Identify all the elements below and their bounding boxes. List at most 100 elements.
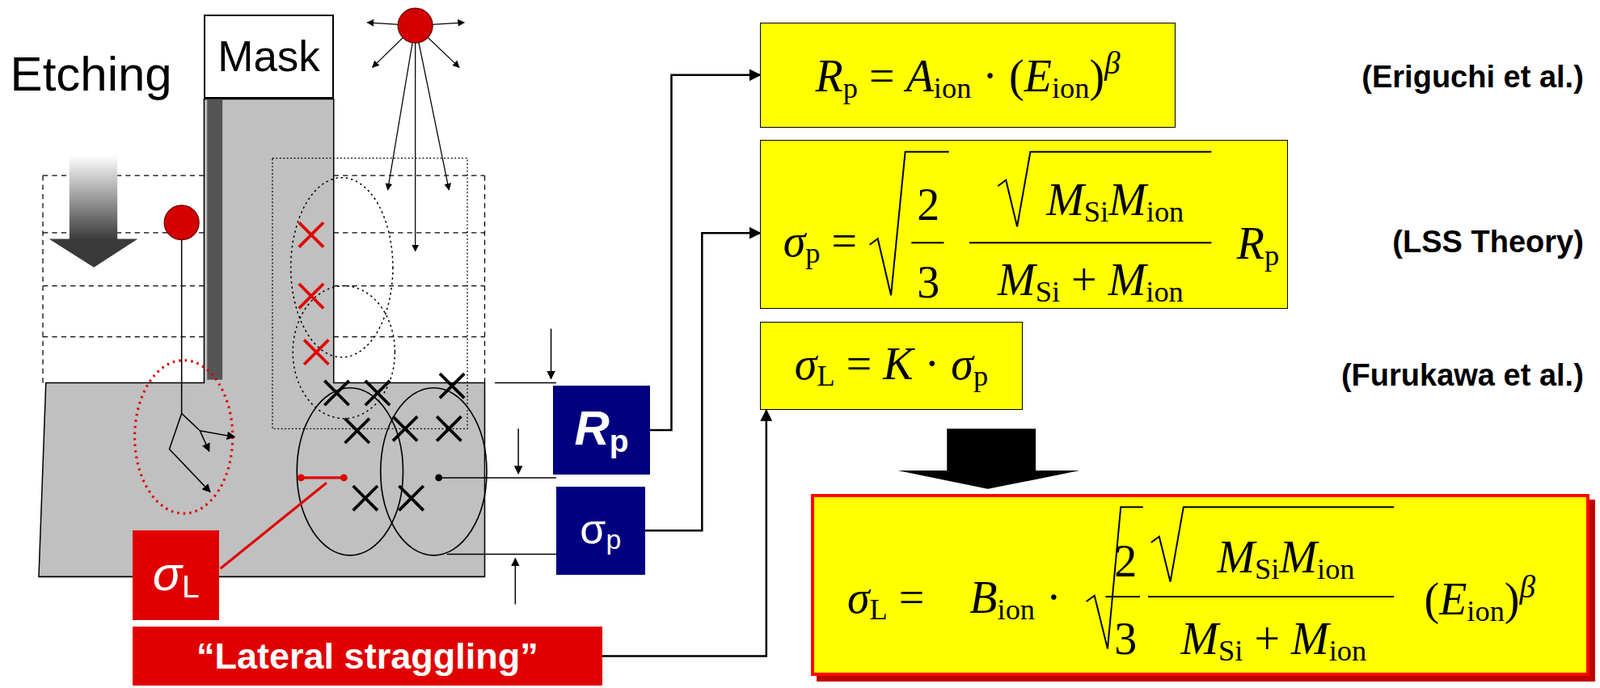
past-damage-ellipse [292,286,395,419]
defect-x [324,380,349,406]
defect-marks [299,222,465,511]
defect-x [303,339,329,364]
dimension-lines [439,329,557,605]
variable: R [1236,218,1265,269]
formula-text: = [887,573,925,624]
ion-ball [164,205,199,241]
variable: E [1024,50,1052,102]
node-text: Rp = Aion · (Eion)β [815,45,1121,105]
radical-or-bar [1106,595,1141,598]
defect-x [299,283,324,309]
substrate [38,98,486,577]
subscript: p [605,523,621,555]
variable: σ [847,573,870,624]
connector-arrow [645,232,761,531]
variable: R [815,50,844,102]
subscript: Si [1254,553,1280,586]
subscript: p [1264,239,1280,272]
variable: σ [783,216,807,267]
subscript: p [805,237,820,271]
subscript: ion [1051,71,1090,105]
subscript: Si [1084,195,1109,228]
radical-or-bar [969,241,1212,244]
subscript: ion [1329,634,1368,668]
formula-term: 2 [1114,537,1137,586]
formula-term: MSiMion [1216,533,1355,585]
formula-text: = [857,50,907,102]
formula-text: = [835,338,884,389]
formula-text: · [1034,573,1062,624]
formula-text: · [913,338,952,389]
defect-x [345,418,370,444]
variable: M [1108,255,1147,306]
subscript: L [816,359,835,393]
subscript: ion [997,594,1036,627]
radical-or-bar [1148,595,1394,598]
subscript: Si [1035,276,1060,309]
range-box: Rp [553,385,651,475]
variable: M [1291,613,1330,664]
variable: σ [579,505,606,553]
formula-text: ( [1423,574,1440,625]
formula-box: Rp = Aion · (Eion)β [759,22,1176,128]
node-text: Mask [217,33,321,81]
variable: E [1439,574,1467,625]
formula-text: 2 [916,179,940,230]
exponent: β [1519,568,1537,604]
node-text: σL [152,547,200,604]
variable: R [574,401,609,456]
citation: (Furukawa et al.) [1341,358,1584,393]
formula-text: ) [1089,50,1105,102]
subscript: L [869,594,888,627]
formula-term: σp = [783,218,857,270]
formula-term: Bion · [969,574,1061,626]
damage-ellipse [296,388,403,556]
variable: M [1216,531,1255,583]
range-dot [434,473,443,482]
variable: M [997,255,1036,306]
variable: M [1108,174,1147,225]
variable: M [1279,531,1318,583]
variable: σ [152,546,182,601]
lateral-box: σL [132,530,220,621]
node-text: Rp [574,401,629,459]
formula-term: (Eion)β [1423,569,1536,627]
subscript: p [973,359,988,393]
formula-text: + [1059,255,1109,306]
node-text: σp [579,506,621,556]
formula-text: 2 [1114,536,1137,587]
subscript: ion [1466,595,1505,628]
formula-text: ) [1504,574,1520,625]
subscript: ion [1145,276,1184,309]
formula-text: = [820,216,858,267]
ion-track [169,240,236,493]
formula-text: + [1242,613,1292,664]
defect-x [365,380,390,406]
damage-ellipse [380,388,487,556]
straggle-region [135,360,233,514]
lateral-label-box: “Lateral straggling” [132,626,603,686]
subscript: ion [933,71,972,105]
formula-box: σp =23MSiMionMSi + MionRp [759,139,1288,310]
result-formula-box: σL =Bion ·23MSiMionMSi + Mion(Eion)β [810,493,1590,676]
formula-term: 2 [916,181,940,229]
defect-x [436,416,461,441]
defect-x [392,416,418,441]
formula-term: 3 [1114,615,1137,663]
exponent: β [1104,45,1121,81]
subscript: L [181,568,200,604]
ion-flux [367,22,465,252]
result-arrow-head [898,470,1081,490]
formula-term: MSi + Mion [997,257,1184,309]
result-arrow [946,428,1036,472]
variable: K [882,338,913,389]
straggle-box: σp [556,486,646,575]
citation: (LSS Theory) [1392,224,1584,260]
citation: (Eriguchi et al.) [1361,59,1584,94]
etch-direction-arrow [69,155,118,241]
etch-direction-head [49,238,139,267]
subscript: Si [1218,634,1243,668]
mask-box: Mask [203,14,334,100]
